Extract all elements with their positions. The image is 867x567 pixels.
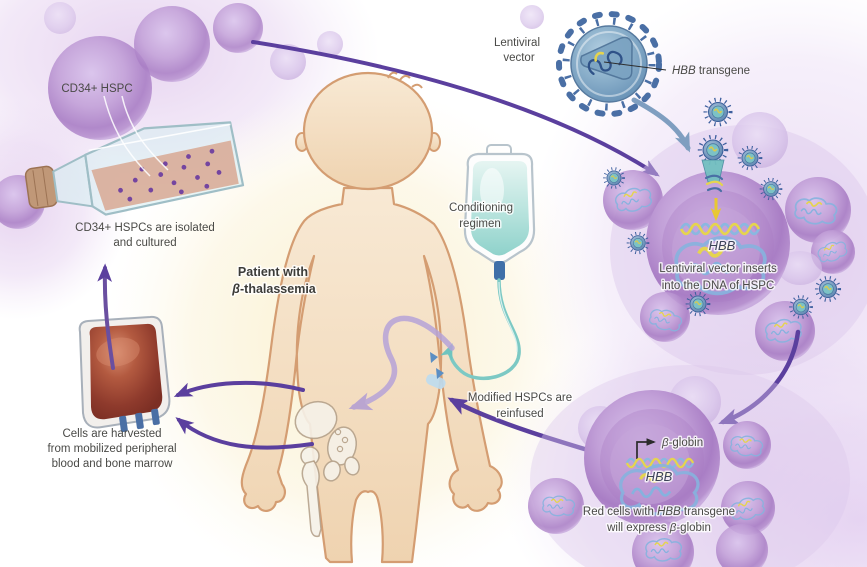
hbb-gene-label-main: HBB xyxy=(709,238,736,253)
flask-cells xyxy=(118,148,222,202)
redcell-cluster: HBB β-globin xyxy=(528,365,850,567)
transgene-pointer xyxy=(603,61,667,71)
lentiviral-vector xyxy=(556,11,667,117)
svg-text:Red cells with HBB transgene: Red cells with HBB transgene xyxy=(583,506,735,518)
blood-bag-ports xyxy=(119,408,160,433)
isolated-label: CD34+ HSPCs are isolated and cultured xyxy=(75,222,215,249)
cd34-label: CD34+ HSPC xyxy=(61,83,132,95)
arrow-harvest-lower xyxy=(175,417,314,450)
bag-port xyxy=(494,261,505,280)
svg-text:blood and bone marrow: blood and bone marrow xyxy=(52,458,174,470)
svg-text:into the DNA of HSPC: into the DNA of HSPC xyxy=(662,280,775,292)
arrow-cells-to-vector-cluster xyxy=(251,40,660,177)
beta-globin-label: β-globin xyxy=(661,437,703,449)
vector-rna xyxy=(587,50,623,76)
arrow-cluster-to-redcells xyxy=(718,329,801,425)
blood xyxy=(89,323,163,420)
patient-body xyxy=(240,186,503,564)
harvested-label: Cells are harvested from mobilized perip… xyxy=(47,428,176,470)
svg-text:and cultured: and cultured xyxy=(113,237,176,249)
modified-label: Modified HSPCs are reinfused xyxy=(466,391,573,422)
vector-label: Lentiviral vector xyxy=(494,37,540,64)
svg-text:CD34+ HSPCs are isolated: CD34+ HSPCs are isolated xyxy=(75,222,215,234)
hspc-cell-cluster xyxy=(0,2,544,229)
arrow-vector-to-cells xyxy=(631,97,691,153)
arrow-bag-to-flask xyxy=(97,263,115,370)
entering-dna-spiral xyxy=(704,174,724,193)
redcells-label: Red cells with HBB transgene will expres… xyxy=(581,505,736,536)
patient-figure xyxy=(240,71,503,564)
flask-pour-lines xyxy=(103,95,169,177)
vector-capsid xyxy=(580,36,633,80)
svg-text:will express β-globin: will express β-globin xyxy=(606,522,711,534)
svg-text:Lentiviral vector inserts: Lentiviral vector inserts xyxy=(659,263,777,275)
svg-text:β-thalassemia: β-thalassemia xyxy=(231,282,317,296)
svg-text:regimen: regimen xyxy=(459,218,501,230)
inserts-label: Lentiviral vector inserts into the DNA o… xyxy=(658,262,779,294)
transgene-label: HBB transgene xyxy=(672,65,750,77)
transcription-arrow xyxy=(636,438,656,459)
vein-site xyxy=(426,352,446,389)
transduction-cluster: HBB xyxy=(603,97,867,375)
conditioning-label: Conditioning regimen xyxy=(448,201,515,232)
svg-text:reinfused: reinfused xyxy=(496,408,543,420)
svg-text:Cells are harvested: Cells are harvested xyxy=(62,428,161,440)
hbb-gene-label-red: HBB xyxy=(646,469,673,484)
patient-label: Patient with β-thalassemia xyxy=(230,264,319,298)
svg-text:Patient with: Patient with xyxy=(238,265,308,279)
conditioning-bag xyxy=(463,144,536,280)
svg-text:Modified HSPCs are: Modified HSPCs are xyxy=(468,392,572,404)
blood-bag xyxy=(78,315,171,433)
hip-bone xyxy=(294,400,360,538)
iv-tube xyxy=(440,278,521,381)
svg-text:from mobilized peripheral: from mobilized peripheral xyxy=(47,443,176,455)
arrow-harvest-upper xyxy=(173,380,305,397)
svg-text:Lentiviral: Lentiviral xyxy=(494,37,540,49)
arrow-vein-to-marrow xyxy=(348,315,455,411)
flask-media xyxy=(91,140,239,211)
svg-text:Conditioning: Conditioning xyxy=(449,202,513,214)
svg-text:vector: vector xyxy=(503,52,534,64)
patient-hair xyxy=(387,71,423,89)
patient-head xyxy=(302,71,434,191)
